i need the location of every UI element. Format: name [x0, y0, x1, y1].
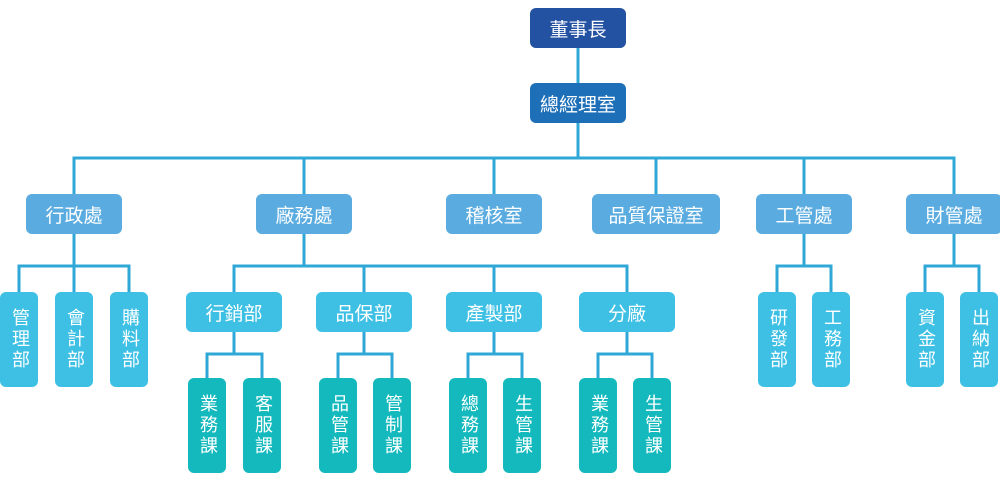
- section-label: 總務課: [458, 394, 479, 457]
- section-label: 業務課: [588, 394, 609, 457]
- unit-label: 研發部: [767, 308, 788, 371]
- division-admin-box: 行政處: [26, 194, 122, 234]
- general-manager-office-box: 總經理室: [530, 83, 626, 123]
- unit-management-box: 管理部: [0, 292, 38, 387]
- unit-label: 資金部: [915, 308, 936, 371]
- dept-marketing-box: 行銷部: [186, 292, 282, 332]
- unit-cashier-box: 出納部: [960, 292, 998, 387]
- section-quality-control-box: 品管課: [319, 378, 357, 473]
- division-finance-mgmt-box: 財管處: [906, 194, 1000, 234]
- section-label: 生管課: [642, 394, 663, 457]
- section-regulation-box: 管制課: [373, 378, 411, 473]
- unit-accounting-box: 會計部: [55, 292, 93, 387]
- division-audit-box: 稽核室: [446, 194, 542, 234]
- unit-funds-box: 資金部: [906, 292, 944, 387]
- unit-label: 工務部: [821, 308, 842, 371]
- unit-purchasing-box: 購料部: [110, 292, 148, 387]
- section-label: 生管課: [512, 394, 533, 457]
- section-general-affairs-box: 總務課: [449, 378, 487, 473]
- section-branch-sales-box: 業務課: [579, 378, 617, 473]
- dept-branch-factory-box: 分廠: [579, 292, 675, 332]
- section-label: 業務課: [197, 394, 218, 457]
- division-factory-affairs-box: 廠務處: [256, 194, 352, 234]
- dept-quality-box: 品保部: [316, 292, 412, 332]
- unit-label: 會計部: [64, 308, 85, 371]
- unit-label: 出納部: [969, 308, 990, 371]
- section-label: 客服課: [252, 394, 273, 457]
- chairman-box: 董事長: [530, 8, 626, 48]
- unit-label: 管理部: [9, 308, 30, 371]
- dept-production-box: 產製部: [446, 292, 542, 332]
- division-engineering-mgmt-box: 工管處: [756, 194, 852, 234]
- section-label: 管制課: [382, 394, 403, 457]
- section-branch-production-control-box: 生管課: [633, 378, 671, 473]
- division-quality-assurance-box: 品質保證室: [592, 194, 720, 234]
- section-sales-box: 業務課: [188, 378, 226, 473]
- section-production-control-box: 生管課: [503, 378, 541, 473]
- unit-engineering-box: 工務部: [812, 292, 850, 387]
- unit-rnd-box: 研發部: [758, 292, 796, 387]
- unit-label: 購料部: [119, 308, 140, 371]
- section-label: 品管課: [328, 394, 349, 457]
- section-customer-service-box: 客服課: [243, 378, 281, 473]
